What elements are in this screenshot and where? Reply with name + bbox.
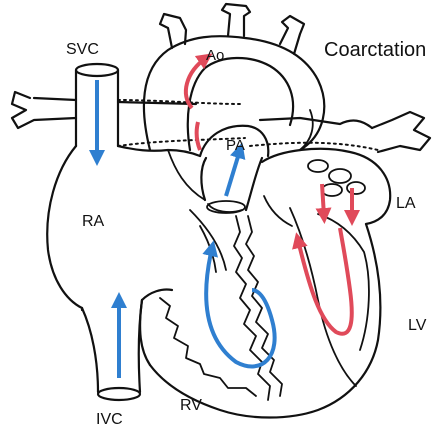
pulmonary-artery (12, 92, 430, 213)
ventricles (140, 196, 380, 418)
inferior-vena-cava (82, 289, 172, 400)
label-pa: PA (226, 137, 245, 154)
left-atrium (262, 149, 390, 224)
label-lv: LV (408, 317, 427, 334)
label-rv: RV (180, 397, 202, 414)
pa-flow-arrow (226, 150, 240, 196)
right-atrium (47, 146, 205, 310)
label-svc: SVC (66, 41, 99, 58)
deoxygenated-flow (97, 80, 275, 378)
title-coarctation: Coarctation (324, 39, 426, 61)
lv-flow-arrow (298, 228, 352, 334)
label-ivc: IVC (96, 411, 123, 428)
la-flow-arrow-1 (322, 184, 324, 216)
label-ao: Ao (206, 47, 224, 64)
rv-flow-arrow (206, 248, 274, 366)
aortic-arch (144, 4, 324, 150)
label-la: LA (396, 195, 416, 212)
label-ra: RA (82, 213, 105, 230)
pda-flow-arrow (197, 122, 200, 150)
